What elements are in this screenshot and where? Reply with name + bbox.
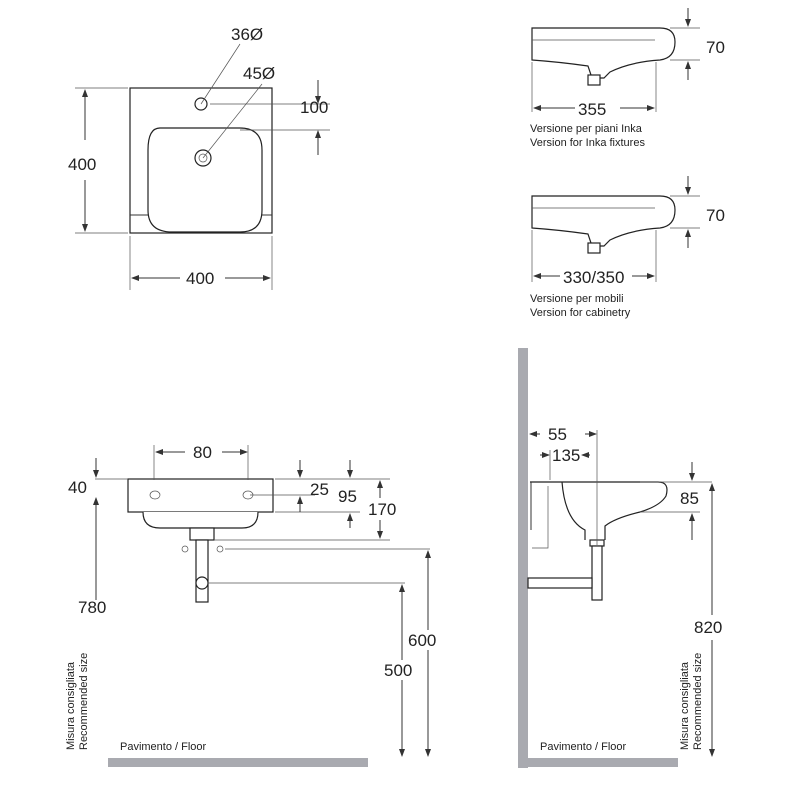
hot-water-icon [216,545,224,553]
floor [108,758,368,767]
d85-label: 85 [680,489,699,508]
top-label: 40 [68,478,87,497]
inka-height-label: 70 [706,38,725,57]
d25-label: 25 [310,480,329,499]
d95-label: 95 [338,487,357,506]
cabinet-height-label: 70 [706,206,725,225]
inka-caption-en: Version for Inka fixtures [530,137,645,149]
d170-label: 170 [368,500,396,519]
h600-label: 600 [408,631,436,650]
tap-hole-label: 36Ø [231,25,263,44]
recommended-it: Misura consigliata [65,661,77,750]
cabinet-caption-it: Versione per mobili [530,293,624,305]
recommended-en: Recommended size [78,653,90,750]
bowl [147,127,263,233]
inka-caption-it: Versione per piani Inka [530,123,643,135]
width-label: 400 [186,269,214,288]
h500-label: 500 [384,661,412,680]
floor-label: Pavimento / Floor [120,741,207,753]
cold-water-icon [181,545,189,553]
depth-label: 400 [68,155,96,174]
side-view-inka: 70 355 Versione per piani Inka Version f… [530,8,725,149]
holes-distance-label: 80 [193,443,212,462]
h780-label: 780 [78,598,106,617]
floor-label: Pavimento / Floor [540,741,627,753]
offset-label: 100 [300,98,328,117]
side-install-view: 55 135 85 820 Misura consigliata Recomme… [518,348,722,768]
h820-label: 820 [694,618,722,637]
cabinet-caption-en: Version for cabinetry [530,307,631,319]
wall [518,348,528,768]
front-install-view: 80 40 780 25 95 170 600 500 Misura consi… [65,443,436,767]
drain-hole-label: 45Ø [243,64,275,83]
cabinet-depth-label: 330/350 [563,268,624,287]
side-view-cabinet: 70 330/350 Versione per mobili Version f… [530,176,725,319]
recommended-en: Recommended size [692,653,704,750]
d55-label: 55 [548,425,567,444]
plan-view: 36Ø 45Ø 100 400 400 [68,25,330,290]
floor [518,758,678,767]
d135-label: 135 [552,446,580,465]
inka-depth-label: 355 [578,100,606,119]
recommended-it: Misura consigliata [679,661,691,750]
